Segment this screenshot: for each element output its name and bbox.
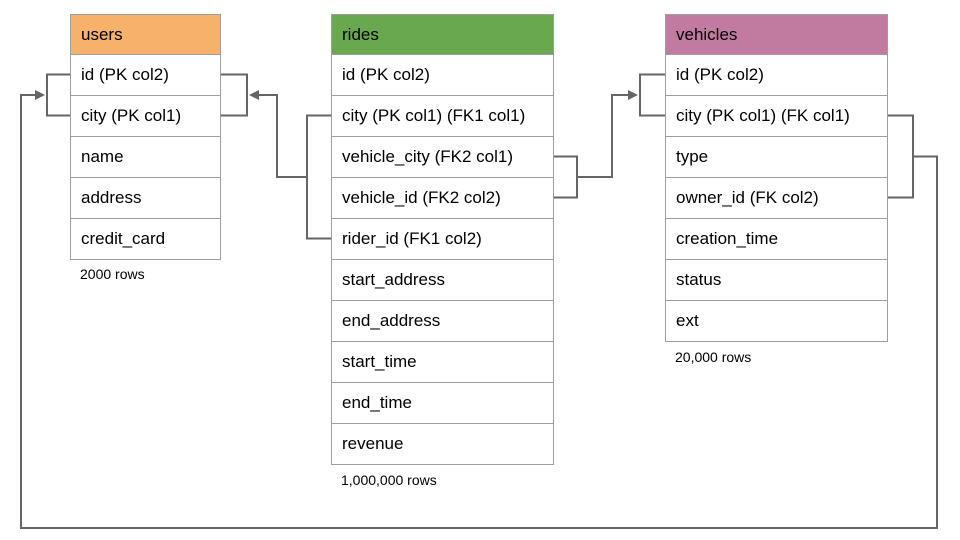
arrowhead-into-users-left: [35, 90, 45, 100]
table-rides-column-city: city (PK col1) (FK1 col1): [332, 95, 553, 136]
table-rides-column-rider-id: rider_id (FK1 col2): [332, 218, 553, 259]
table-users-column-name: name: [71, 136, 220, 177]
table-rides-column-id: id (PK col2): [332, 54, 553, 95]
table-rides-column-end-time: end_time: [332, 382, 553, 423]
table-vehicles-column-type: type: [666, 136, 887, 177]
rides-to-users-line: [259, 94, 307, 178]
table-rides-column-end-address: end_address: [332, 300, 553, 341]
table-rides-rowcount: 1,000,000 rows: [341, 472, 437, 488]
table-users-column-id: id (PK col2): [71, 54, 220, 95]
rides-right-bracket: [553, 155, 578, 199]
vehicles-to-users-line: [20, 94, 938, 529]
arrowhead-into-vehicles-left: [628, 90, 638, 100]
table-users-column-city: city (PK col1): [71, 95, 220, 136]
table-users-rowcount: 2000 rows: [80, 266, 145, 282]
table-vehicles-column-id: id (PK col2): [666, 54, 887, 95]
rides-left-bracket: [306, 114, 331, 240]
connector-rides-to-users: [220, 73, 331, 240]
table-rides-column-start-address: start_address: [332, 259, 553, 300]
table-vehicles-rowcount: 20,000 rows: [675, 349, 752, 365]
table-vehicles-column-creation-time: creation_time: [666, 218, 887, 259]
connector-rides-to-vehicles: [553, 73, 665, 199]
table-rides: rides id (PK col2) city (PK col1) (FK1 c…: [331, 14, 554, 465]
table-rides-column-start-time: start_time: [332, 341, 553, 382]
vehicles-left-bracket: [639, 73, 665, 117]
arrowhead-into-users-right: [249, 90, 259, 100]
table-vehicles: vehicles id (PK col2) city (PK col1) (FK…: [665, 14, 888, 342]
table-vehicles-column-ext: ext: [666, 300, 887, 341]
table-vehicles-header: vehicles: [666, 15, 887, 54]
table-vehicles-column-status: status: [666, 259, 887, 300]
rides-to-vehicles-line: [577, 94, 628, 178]
table-users-column-credit-card: credit_card: [71, 218, 220, 259]
table-vehicles-column-city: city (PK col1) (FK col1): [666, 95, 887, 136]
table-users-column-address: address: [71, 177, 220, 218]
table-rides-column-vehicle-id: vehicle_id (FK2 col2): [332, 177, 553, 218]
users-left-bracket: [46, 73, 70, 117]
table-rides-column-vehicle-city: vehicle_city (FK2 col1): [332, 136, 553, 177]
users-right-bracket: [220, 73, 248, 117]
connector-vehicles-to-users: [20, 73, 938, 529]
table-vehicles-column-owner-id: owner_id (FK col2): [666, 177, 887, 218]
table-users-header: users: [71, 15, 220, 54]
vehicles-right-bracket: [887, 114, 914, 199]
table-rides-header: rides: [332, 15, 553, 54]
table-users: users id (PK col2) city (PK col1) name a…: [70, 14, 221, 260]
table-rides-column-revenue: revenue: [332, 423, 553, 464]
